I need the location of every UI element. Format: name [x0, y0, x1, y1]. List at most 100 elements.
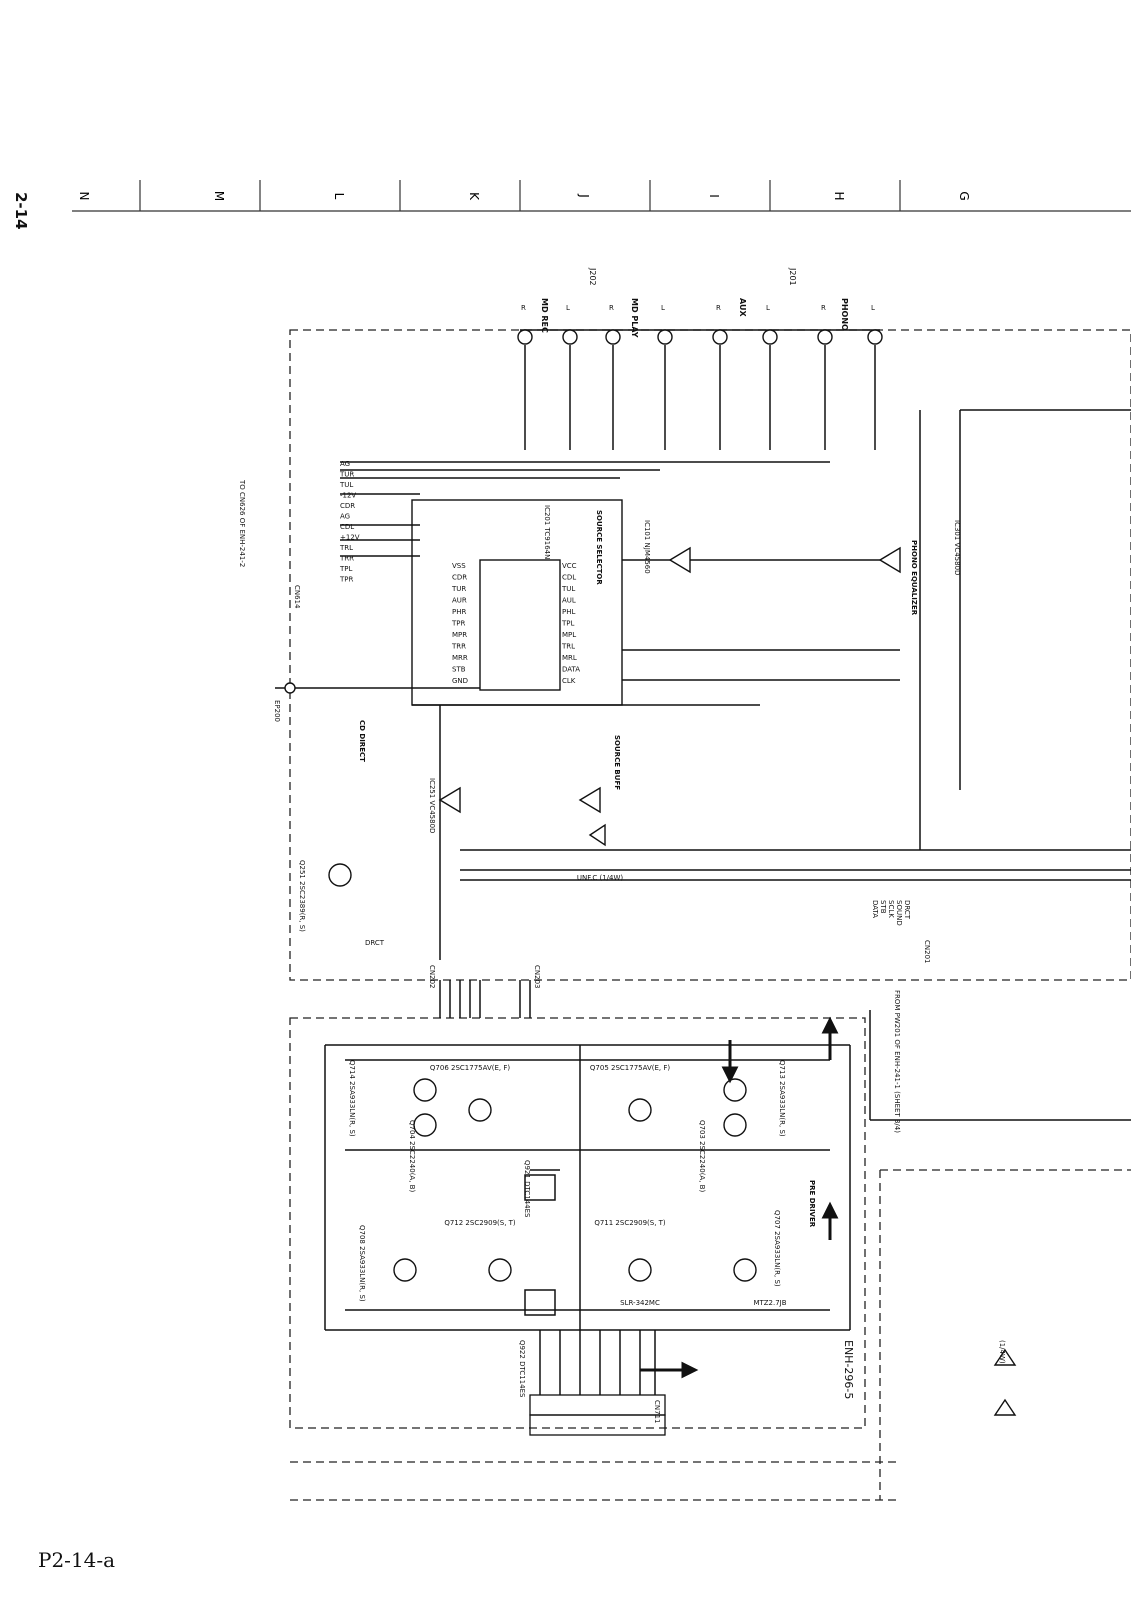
- cn201-pin-label: DATA: [871, 900, 879, 918]
- cn202-label: CN202: [428, 965, 436, 989]
- drct-label: DRCT: [365, 939, 385, 947]
- cn614-ref: CN614: [293, 585, 301, 609]
- ic251-label: IC251 VC4580D: [428, 778, 436, 833]
- cn614-pin-label: -12V: [340, 492, 356, 500]
- ep200-label: EP200: [273, 700, 281, 722]
- transistor-label: Q703 2SC2240(A, B): [698, 1120, 706, 1192]
- ic201-left-pin: CDR: [452, 574, 467, 582]
- ic201-left-pin: STB: [452, 666, 466, 674]
- transistor-symbols: [328, 863, 757, 1282]
- transistor-label: Q251 2SC2389(R, S): [298, 860, 306, 932]
- jack-group-label: MD REC: [540, 298, 549, 333]
- jack-channel-label: L: [661, 304, 665, 312]
- cn614-pin-label: TPL: [339, 565, 352, 573]
- ic201-left-pin: TUR: [451, 585, 466, 593]
- ic201-right-pin: TPL: [561, 620, 574, 628]
- ic201-left-pin: GND: [452, 677, 468, 685]
- cn201-pin-label: SOUND: [895, 900, 903, 926]
- cn201-note: FROM PW201 OF ENH-241-1 (SHEET 3/4): [893, 990, 901, 1133]
- cn201-pin-label: SCLK: [887, 900, 895, 918]
- jack-group-label: PHONO: [840, 298, 849, 331]
- block-cd-direct: CD DIRECT: [358, 720, 366, 762]
- cn614-pin-label: AG: [340, 460, 350, 468]
- grid-border: [72, 180, 1131, 212]
- block-pre-driver: PRE DRIVER: [808, 1180, 816, 1228]
- cn614-pin-label: TUL: [339, 481, 353, 489]
- power-rating-label: (1/4W): [998, 1340, 1006, 1364]
- ic201-left-pin: VSS: [452, 562, 466, 570]
- ic201-right-pin: MPL: [562, 631, 576, 639]
- transistor-label: Q714 2SA933LN(R, S): [348, 1060, 356, 1137]
- ic201-right-pin: AUL: [562, 597, 576, 605]
- ic101-label: IC101 NJM4560: [643, 520, 651, 574]
- cn201-pin-label: DRCT: [903, 900, 911, 920]
- jack-channel-label: L: [766, 304, 770, 312]
- wiring: [275, 329, 1131, 1436]
- jack-group-label: MD PLAY: [630, 298, 639, 338]
- ic201-right-pin: TUL: [561, 585, 575, 593]
- transistor-label: Q921 DTC144ES: [523, 1160, 531, 1218]
- transistor-label: Q713 2SA933LN(R, S): [778, 1060, 786, 1137]
- ic201-right-pin: VCC: [562, 562, 577, 570]
- cn614-pin-label: TRR: [339, 555, 354, 563]
- jack-j202-label: J202: [588, 267, 597, 286]
- block-source-buff: SOURCE BUFF: [613, 735, 621, 790]
- ic201-label: IC201 TC9164N: [543, 505, 551, 559]
- zener-label: MTZ2.7JB: [753, 1299, 786, 1307]
- page-label: P2-14-a: [38, 1548, 116, 1572]
- jack-channel-label: R: [609, 304, 614, 312]
- jack-channel-label: L: [566, 304, 570, 312]
- ic201-left-pin: MPR: [452, 631, 467, 639]
- cn614-pin-label: TPR: [339, 576, 353, 584]
- cn614-pin-label: CDL: [340, 523, 354, 531]
- grid-letter: H: [832, 191, 846, 200]
- transistor-label: Q704 2SC2240(A, B): [408, 1120, 416, 1192]
- cn614-note: TO CN626 OF ENH-241-2: [238, 479, 246, 567]
- transistor-label: Q707 2SA933LN(R, S): [773, 1210, 781, 1287]
- board-outlines: [289, 329, 1131, 1501]
- board-label: ENH-296-5: [842, 1340, 855, 1399]
- cn711-label: CN711: [653, 1400, 661, 1424]
- cn614-pin-label: TUR: [339, 471, 354, 479]
- jack-group-label: AUX: [738, 298, 747, 317]
- jack-j201-label: J201: [788, 267, 797, 286]
- cn203-label: CN203: [533, 965, 541, 989]
- cn201-pin-label: STB: [879, 900, 887, 914]
- jack-channel-label: R: [716, 304, 721, 312]
- jack-channel-label: R: [521, 304, 526, 312]
- grid-letter: G: [957, 191, 971, 200]
- ic201-right-pin: DATA: [562, 666, 580, 674]
- transistor-label: Q705 2SC1775AV(E, F): [590, 1064, 670, 1072]
- ic201-right-pin: MRL: [562, 654, 577, 662]
- opamp-symbols: [438, 546, 1017, 1416]
- ic201-right-pin: CLK: [562, 677, 576, 685]
- ic201-left-pin: TRR: [451, 643, 466, 651]
- grid-letter: K: [467, 192, 481, 201]
- jack-circles: [284, 329, 883, 694]
- cn614-pin-label: CDR: [340, 502, 355, 510]
- transistor-label: Q712 2SC2909(S, T): [444, 1219, 516, 1227]
- jack-channel-label: L: [871, 304, 875, 312]
- cn614-pin-label: TRL: [339, 544, 353, 552]
- block-source-selector: SOURCE SELECTOR: [595, 510, 603, 585]
- ic201-left-pin: AUR: [452, 597, 467, 605]
- cn201-label: CN201: [923, 940, 931, 964]
- transistor-label: Q922 DTC114ES: [518, 1340, 526, 1398]
- cn614-pin-label: +12V: [340, 534, 360, 542]
- block-phono-equalizer: PHONO EQUALIZER: [910, 540, 918, 616]
- ic201-right-pin: PHL: [562, 608, 575, 616]
- ic301-label: IC301 VC4580D: [953, 520, 961, 575]
- ic201-left-pin: TPR: [451, 620, 465, 628]
- transistor-label: Q708 2SA933LN(R, S): [358, 1225, 366, 1302]
- grid-letter: N: [77, 192, 91, 201]
- unfc-label: UNF.C (1/4W): [577, 874, 624, 882]
- grid-letter: L: [332, 193, 346, 200]
- ic201-left-pin: MRR: [452, 654, 468, 662]
- grid-letter: M: [212, 191, 226, 201]
- cn614-pin-label: AG: [340, 513, 350, 521]
- transistor-label: Q706 2SC1775AV(E, F): [430, 1064, 510, 1072]
- ic201-right-pin: CDL: [562, 574, 576, 582]
